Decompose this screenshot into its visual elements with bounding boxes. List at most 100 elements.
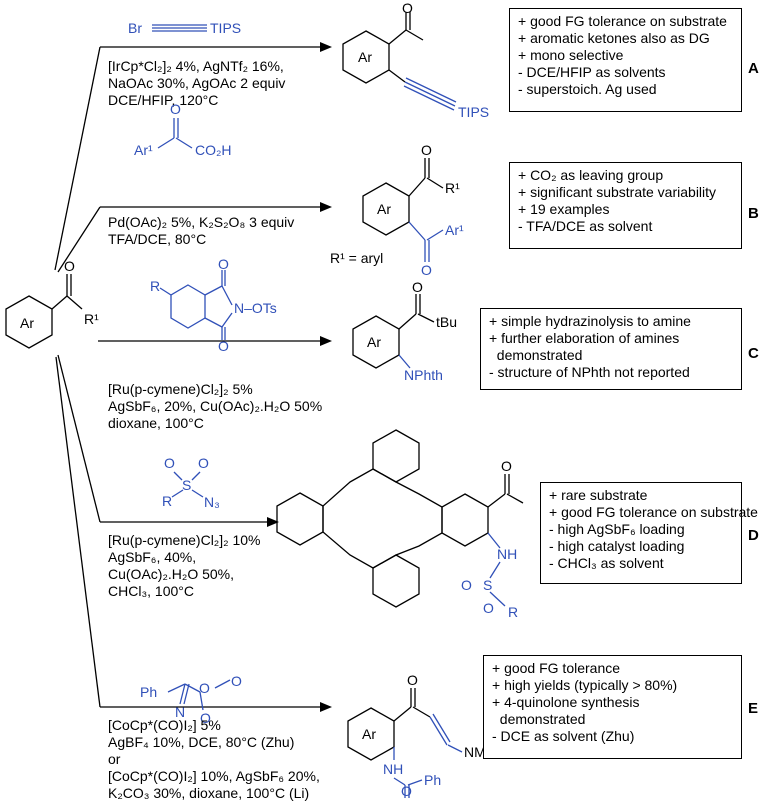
arrowheads [267,42,332,712]
row-c-product-ar: Ar [367,334,381,350]
note-line: + good FG tolerance [492,660,621,676]
note-line: + 4-quinolone synthesis [492,694,640,710]
branch-lines [54,46,322,708]
note-line: + mono selective [518,47,624,63]
row-c-product-o: O [412,279,423,295]
note-line: - structure of NPhth not reported [489,364,690,380]
row-c-reagent-structure [159,270,233,340]
condition-line: [CoCp*(CO)I₂] 10%, AgSbF₆ 20%, [108,768,320,784]
row-a-reagent-br: Br [128,20,142,36]
row-b-reagent-ar1: Ar¹ [134,142,153,158]
row-d-letter: D [748,527,759,544]
row-e-reagent-o-ring: O [199,680,210,696]
row-b-product-o-top: O [421,142,432,158]
row-c-product-structure [352,294,435,369]
condition-line: Pd(OAc)₂ 5%, K₂S₂O₈ 3 equiv [108,214,295,230]
row-a-product-structure [342,12,457,111]
note-line: - TFA/DCE as solvent [518,218,653,234]
row-a-reagent-structure [152,24,207,32]
row-a-letter: A [748,60,759,77]
note-line: demonstrated [489,347,583,363]
row-e-product-o-amide: O [401,783,412,799]
row-e-product-ph: Ph [424,772,442,788]
note-line: + further elaboration of amines [489,330,680,346]
row-d-notes-box: + rare substrate + good FG tolerance on … [540,482,758,584]
row-e-reagent-o-n: O [200,710,211,726]
start-o-label: O [64,258,75,274]
row-d-reagent-n3: N₃ [204,494,220,510]
condition-line: NaOAc 30%, AgOAc 2 equiv [108,75,286,91]
condition-line: [IrCp*Cl₂]₂ 4%, AgNTf₂ 16%, [108,58,284,74]
row-a-product-o: O [402,0,413,16]
row-e-reagent-n: N [175,704,186,720]
row-b-letter: B [748,205,759,222]
condition-line: Cu(OAc)₂.H₂O 50%, [108,566,235,582]
note-line: + significant substrate variability [518,184,717,200]
row-e-product-structure [347,688,463,798]
row-c-reagent-n-ots: N–OTs [234,300,277,316]
note-line: + aromatic ketones also as DG [518,30,710,46]
row-c-product-nphth: NPhth [404,367,443,383]
note-line: - high catalyst loading [549,538,685,554]
condition-line: K₂CO₃ 30%, dioxane, 100°C (Li) [108,785,310,801]
note-line: demonstrated [492,711,586,727]
row-b-product-r1: R¹ [445,180,460,196]
row-b-reagent-o: O [170,101,181,117]
row-b-reagent-structure [157,118,193,149]
note-line: + 19 examples [518,201,610,217]
row-d-reagent-structure [171,471,204,498]
condition-line: CHCl₃, 100°C [108,583,194,599]
condition-line: or [108,751,121,767]
row-e-notes-box: + good FG tolerance + high yields (typic… [483,655,742,759]
row-c-reagent-o1: O [218,256,229,272]
condition-line: [Ru(p-cymene)Cl₂]₂ 10% [108,532,261,548]
condition-line: AgSbF₆, 40%, [108,549,197,565]
row-e-reagent-o-exo: O [231,673,242,689]
note-line: - DCE/HFIP as solvents [518,64,666,80]
row-c-notes-box: + simple hydrazinolysis to amine + furth… [480,308,742,390]
row-c-product-tbu: tBu [436,314,458,330]
condition-line: [Ru(p-cymene)Cl₂]₂ 5% [108,381,253,397]
row-d-reagent-o1: O [164,455,175,471]
row-d-product-s: S [483,577,493,593]
row-b-product-structure [362,158,444,262]
row-c-letter: C [748,345,759,362]
note-line: + good FG tolerance on substrate [549,504,758,520]
note-line: - CHCl₃ as solvent [549,555,664,571]
row-d-reagent-r: R [162,493,173,509]
condition-line: AgSbF₆, 20%, Cu(OAc)₂.H₂O 50% [108,398,323,414]
row-c-reagent-r: R [150,278,161,294]
row-d-product-nh: NH [497,546,518,562]
starting-material-structure [5,274,83,349]
row-d-product-r: R [508,604,519,620]
note-line: - DCE as solvent (Zhu) [492,728,635,744]
row-d-reagent-s: S [182,477,192,493]
note-line: + rare substrate [549,487,648,503]
row-a-reagent-tips: TIPS [210,20,242,36]
row-d-product-o2: O [483,600,494,616]
row-b-product-ar1: Ar¹ [445,222,464,238]
row-b-product-note: R¹ = aryl [330,250,384,266]
note-line: + high yields (typically > 80%) [492,677,678,693]
row-d-reagent-o2: O [198,455,209,471]
start-ar-label: Ar [20,315,34,331]
row-a-product-ar: Ar [358,49,372,65]
row-e-product-nh: NH [383,761,404,777]
row-d-product-o1: O [461,577,472,593]
note-line: - superstoich. Ag used [518,81,657,97]
note-line: - high AgSbF₆ loading [549,521,685,537]
row-d-product-o: O [501,458,512,474]
row-e-reagent-structure [167,679,231,711]
condition-line: TFA/DCE, 80°C [108,231,207,247]
start-r1-label: R¹ [84,311,99,327]
row-e-product-o: O [407,672,418,688]
row-b-reagent-co2h: CO₂H [195,142,232,158]
row-b-product-ar: Ar [377,201,391,217]
condition-line: AgBF₄ 10%, DCE, 80°C (Zhu) [108,734,295,750]
condition-line: [CoCp*(CO)I₂] 5% [108,717,221,733]
row-a-product-tips: TIPS [458,104,490,120]
row-e-letter: E [748,700,759,717]
condition-line: dioxane, 100°C [108,415,204,431]
note-line: + simple hydrazinolysis to amine [489,313,691,329]
